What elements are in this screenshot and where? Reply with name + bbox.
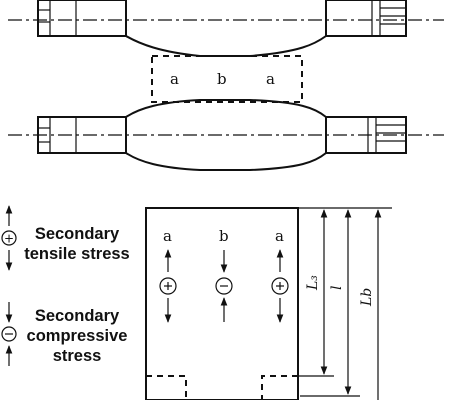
section-label-b: b	[219, 227, 229, 245]
legend-compressive-line1: Secondary	[34, 307, 120, 325]
dimension-lb: Lb	[359, 288, 375, 307]
legend-compressive-line3: stress	[52, 347, 102, 365]
contact-label-a-left: a	[170, 70, 179, 88]
dimension-lines	[298, 207, 392, 400]
contact-label-a-right: a	[266, 70, 275, 88]
roll-section	[145, 207, 299, 400]
legend-compressive: Secondary compressive stress	[18, 306, 136, 366]
legend-tensile-line1: Secondary	[34, 225, 120, 243]
section-label-a-right: a	[275, 227, 284, 245]
legend-tensile-line2: tensile stress	[24, 245, 130, 263]
section-label-a-left: a	[163, 227, 172, 245]
legend-compressive-line2: compressive	[26, 327, 128, 345]
legend-tensile: Secondary tensile stress	[18, 224, 136, 264]
legend-tensile-symbol: +	[1, 205, 17, 271]
contact-label-b: b	[217, 70, 227, 88]
dimension-l: l	[329, 286, 345, 290]
dimension-l3: L₃	[305, 275, 321, 291]
upper-roll	[8, 0, 444, 57]
svg-text:+: +	[4, 232, 14, 246]
legend-compressive-symbol	[1, 302, 17, 366]
lower-roll	[8, 99, 444, 171]
contact-zone-box	[151, 55, 303, 103]
